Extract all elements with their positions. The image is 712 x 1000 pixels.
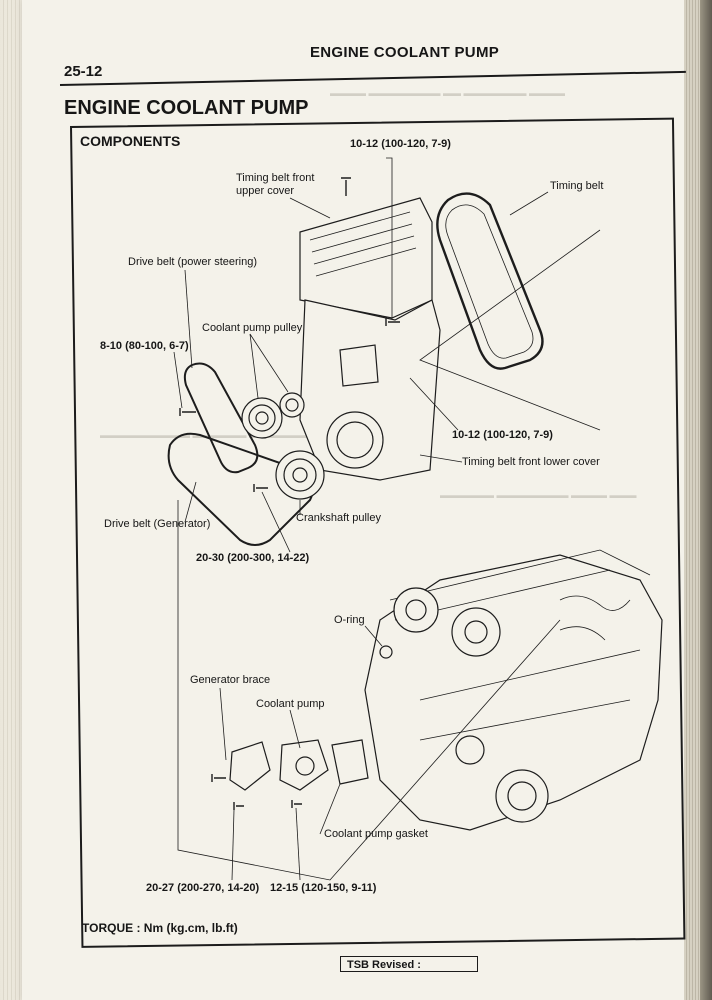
components-heading: COMPONENTS: [80, 133, 181, 149]
coolant-pump-part: [279, 739, 329, 791]
upper-cover-part: [299, 197, 433, 319]
label-generator-brace: Generator brace: [190, 674, 271, 686]
torque-label-right: 10-12 (100-120, 7-9): [452, 429, 553, 441]
torque-label-bottom-right: 12-15 (120-150, 9-11): [270, 882, 377, 894]
generator-brace-part: [229, 741, 271, 791]
book-binding-shadow: [700, 0, 712, 1000]
torque-label-top: 10-12 (100-120, 7-9): [350, 138, 451, 150]
label-crankshaft-pulley: Crankshaft pulley: [296, 512, 381, 524]
book-left-edge: [0, 0, 26, 1000]
label-drive-belt-generator: Drive belt (Generator): [104, 518, 211, 530]
label-upper-cover-line2: upper cover: [236, 185, 295, 197]
label-coolant-pump-gasket: Coolant pump gasket: [324, 828, 428, 840]
bleed-through-text: ▬▬▬▬▬▬ ▬▬▬▬▬▬▬▬ ▬▬▬▬ ▬▬▬: [440, 490, 637, 500]
torque-label-mid: 20-30 (200-300, 14-22): [196, 552, 310, 564]
label-timing-belt-front-lower-cover: Timing belt front lower cover: [462, 456, 600, 468]
label-coolant-pump: Coolant pump: [256, 698, 325, 710]
page-number: 25-12: [64, 63, 103, 80]
label-timing-belt: Timing belt: [550, 180, 604, 192]
torque-label-left: 8-10 (80-100, 6-7): [100, 340, 189, 352]
label-drive-belt-power-steering: Drive belt (power steering): [128, 256, 257, 268]
o-ring-part: [379, 645, 393, 659]
engine-block-part: [364, 554, 663, 831]
label-o-ring: O-ring: [334, 614, 365, 626]
timing-belt-part: [436, 192, 544, 370]
tsb-revised-box: TSB Revised :: [340, 956, 478, 972]
bleed-through-text: ▬▬▬▬▬▬▬▬▬▬ ▬▬▬▬▬▬ ▬▬▬▬▬▬▬▬: [100, 430, 322, 440]
running-header: ENGINE COOLANT PUMP: [310, 44, 500, 61]
manual-page: [22, 0, 690, 1000]
label-coolant-pump-pulley: Coolant pump pulley: [202, 322, 303, 334]
torque-label-bottom-left: 20-27 (200-270, 14-20): [146, 882, 260, 894]
bleed-through-text: ▬▬▬▬ ▬▬▬▬▬▬▬▬ ▬▬ ▬▬▬▬▬▬▬ ▬▬▬▬: [330, 88, 566, 98]
label-upper-cover-line1: Timing belt front: [236, 172, 315, 184]
section-title: ENGINE COOLANT PUMP: [64, 97, 309, 119]
lower-cover-part: [299, 299, 441, 481]
torque-units-note: TORQUE : Nm (kg.cm, lb.ft): [82, 921, 238, 935]
coolant-pump-gasket-part: [331, 739, 369, 785]
